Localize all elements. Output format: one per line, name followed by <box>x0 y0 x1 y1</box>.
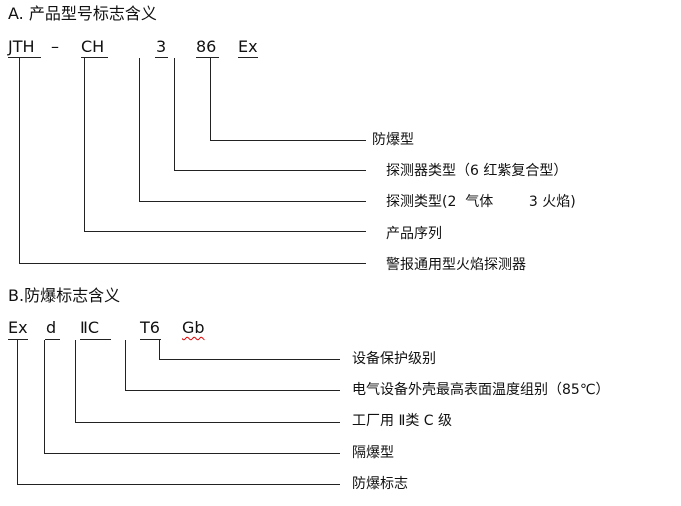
section-b-title: B.防爆标志含义 <box>8 286 121 305</box>
code-ex-b: Ex <box>8 318 28 337</box>
code-d: d <box>46 318 57 337</box>
label-product-name: 警报通用型火焰探测器 <box>386 257 526 273</box>
label-temperature-class: 电气设备外壳最高表面温度组别（85℃） <box>352 382 610 398</box>
label-flameproof: 隔爆型 <box>352 445 394 461</box>
code-jth: JTH <box>8 37 35 56</box>
code-3: 3 <box>156 37 167 56</box>
label-detector-type: 探测器类型（6 红紫复合型） <box>386 163 568 179</box>
section-a-title: A. 产品型号标志含义 <box>8 4 157 23</box>
section-b-leaders <box>17 340 340 485</box>
label-detection-type: 探测类型(2 气体 3 火焰) <box>386 194 576 210</box>
label-explosion-proof: 防爆型 <box>372 132 414 148</box>
code-t6: T6 <box>140 318 160 337</box>
section-a-leaders <box>19 58 366 264</box>
code-86: 86 <box>196 37 217 56</box>
code-dash: – <box>51 37 59 56</box>
code-ex: Ex <box>238 37 258 56</box>
label-protection-level: 设备保护级别 <box>352 351 436 367</box>
label-gas-group: 工厂用 Ⅱ类 C 级 <box>352 413 453 429</box>
code-ch: CH <box>81 37 105 56</box>
code-gb: Gb <box>182 318 205 337</box>
code-iic: ⅡC <box>80 318 100 337</box>
label-product-series: 产品序列 <box>386 226 442 242</box>
label-ex-mark: 防爆标志 <box>352 476 408 492</box>
